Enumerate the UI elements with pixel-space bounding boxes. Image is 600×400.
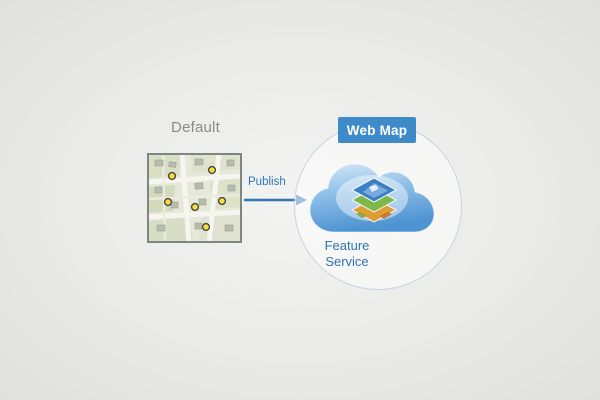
feature-service-label: Feature Service <box>324 238 370 269</box>
cloud-icon <box>309 163 435 233</box>
web-map-badge: Web Map <box>338 117 416 143</box>
point-markers <box>163 165 227 232</box>
map-thumbnail <box>147 153 242 243</box>
publish-label: Publish <box>248 176 286 188</box>
default-map-label: Default <box>171 119 220 136</box>
layer-stack-icon <box>350 177 398 223</box>
street-map-icon <box>149 155 240 241</box>
